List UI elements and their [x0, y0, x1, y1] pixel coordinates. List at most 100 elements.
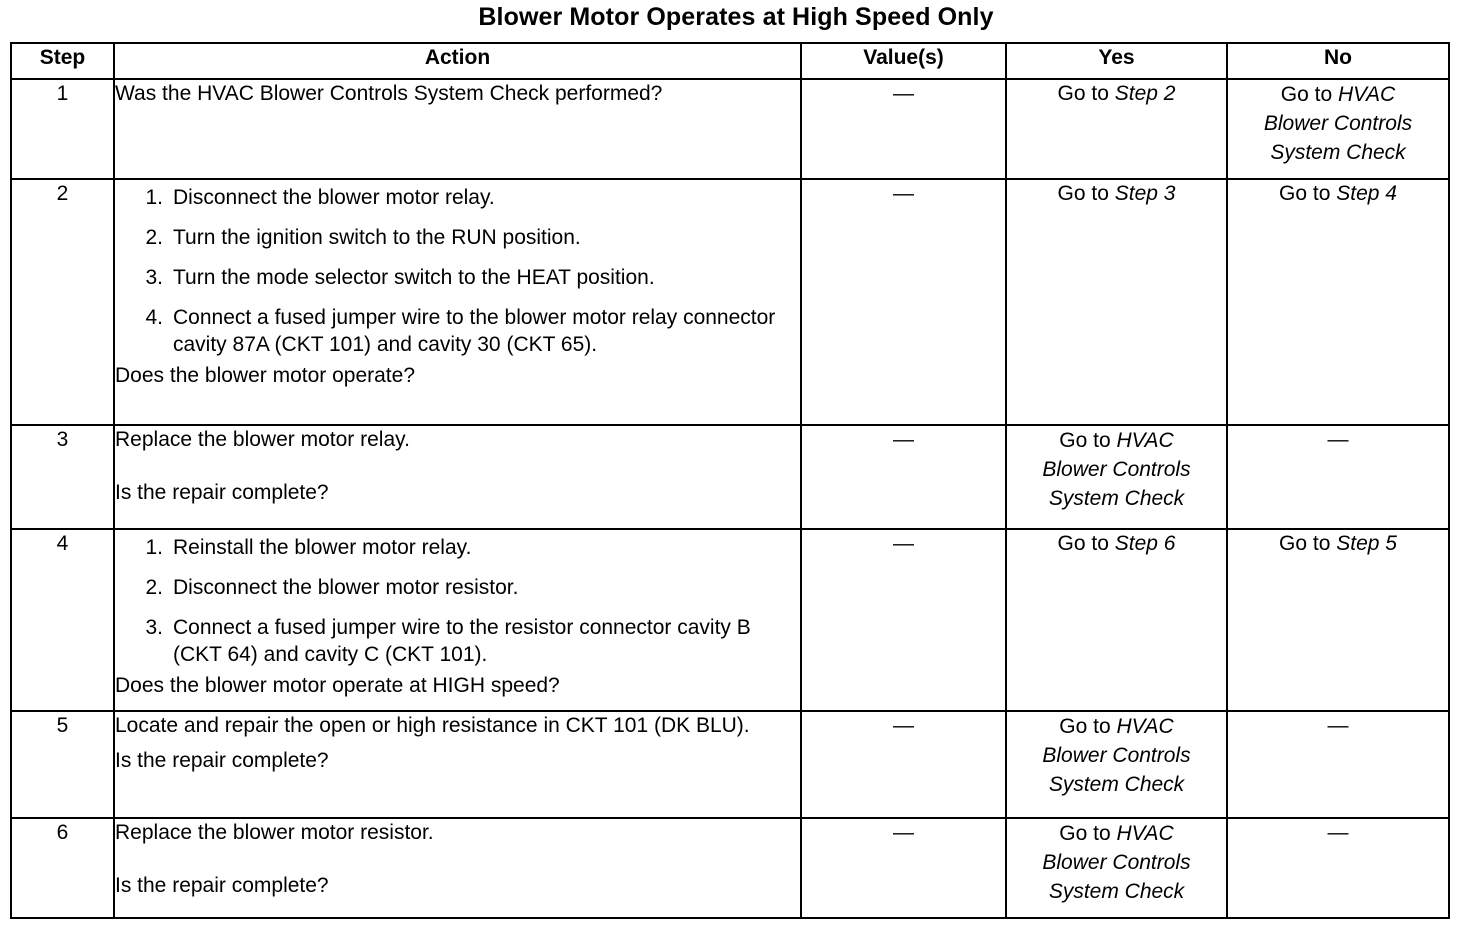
cell-value: —: [800, 78, 1007, 180]
spacer: [115, 846, 800, 872]
value-dash: —: [1327, 821, 1349, 844]
cell-action: Disconnect the blower motor relay. Turn …: [113, 178, 802, 426]
value-dash: —: [893, 821, 914, 844]
cell-value: —: [800, 178, 1007, 426]
cell-no: —: [1226, 710, 1450, 819]
value-dash: —: [893, 532, 914, 555]
list-item: Turn the ignition switch to the RUN posi…: [129, 224, 581, 251]
goto-target-line1: HVAC: [1116, 715, 1174, 738]
value-dash: —: [893, 82, 914, 105]
column-header-no: No: [1226, 42, 1450, 80]
action-question-text: Is the repair complete?: [115, 481, 329, 504]
goto-prefix: Go to: [1279, 532, 1337, 555]
goto-prefix: Go to: [1057, 182, 1115, 205]
cell-step-number: 4: [10, 528, 115, 712]
cell-value: —: [800, 424, 1007, 530]
goto-prefix: Go to: [1059, 429, 1117, 452]
list-item: Turn the mode selector switch to the HEA…: [129, 264, 655, 291]
page-title: Blower Motor Operates at High Speed Only: [478, 3, 994, 31]
goto-target-step: Step 6: [1114, 532, 1176, 555]
goto-target-line1: HVAC: [1338, 83, 1396, 106]
goto-target-line2: Blower Controls: [1263, 112, 1413, 135]
cell-no: —: [1226, 817, 1450, 919]
value-dash: —: [1327, 428, 1349, 451]
goto-target-line1: HVAC: [1116, 822, 1174, 845]
cell-no: Go to Step 5: [1226, 528, 1450, 712]
goto-target-step: Step 5: [1336, 532, 1397, 555]
cell-yes: Go to Step 3: [1005, 178, 1228, 426]
goto-system-check: Go to HVAC Blower Controls System Check: [1228, 80, 1448, 167]
table-row: 1 Was the HVAC Blower Controls System Ch…: [10, 78, 1450, 180]
column-header-action: Action: [113, 42, 802, 80]
value-dash: —: [1327, 714, 1349, 737]
value-dash: —: [893, 428, 914, 451]
cell-action: Replace the blower motor resistor. Is th…: [113, 817, 802, 919]
goto-target-line1: HVAC: [1116, 429, 1174, 452]
cell-no: —: [1226, 424, 1450, 530]
goto-prefix: Go to: [1057, 532, 1115, 555]
table-header: Step Action Value(s) Yes No: [10, 42, 1450, 80]
goto-system-check: Go to HVAC Blower Controls System Check: [1007, 712, 1226, 799]
cell-no: Go to Step 4: [1226, 178, 1450, 426]
list-item: Disconnect the blower motor relay.: [129, 184, 495, 211]
list-item: Connect a fused jumper wire to the blowe…: [129, 304, 776, 356]
list-item: Connect a fused jumper wire to the resis…: [129, 614, 751, 666]
table-row: 6 Replace the blower motor resistor. Is …: [10, 817, 1450, 919]
goto-prefix: Go to: [1059, 822, 1117, 845]
cell-yes: Go to HVAC Blower Controls System Check: [1005, 424, 1228, 530]
action-intro-text: Locate and repair the open or high resis…: [115, 714, 750, 737]
cell-value: —: [800, 817, 1007, 919]
cell-step-number: 2: [10, 178, 115, 426]
list-item: Disconnect the blower motor resistor.: [129, 574, 519, 601]
action-intro-text: Replace the blower motor resistor.: [115, 821, 434, 844]
cell-yes: Go to Step 6: [1005, 528, 1228, 712]
list-item: Reinstall the blower motor relay.: [129, 534, 472, 561]
cell-value: —: [800, 710, 1007, 819]
goto-target-step: Step 3: [1114, 182, 1176, 205]
table-row: 2 Disconnect the blower motor relay. Tur…: [10, 178, 1450, 426]
value-dash: —: [893, 182, 914, 205]
table-body: 1 Was the HVAC Blower Controls System Ch…: [10, 78, 1450, 919]
action-intro-text: Replace the blower motor relay.: [115, 428, 410, 451]
goto-prefix: Go to: [1280, 83, 1338, 106]
action-question-text: Is the repair complete?: [115, 874, 329, 897]
action-question-text: Does the blower motor operate?: [115, 364, 415, 387]
table-row: 5 Locate and repair the open or high res…: [10, 710, 1450, 819]
action-question-text: Does the blower motor operate at HIGH sp…: [115, 674, 560, 697]
cell-value: —: [800, 528, 1007, 712]
cell-action: Locate and repair the open or high resis…: [113, 710, 802, 819]
action-step-list: Reinstall the blower motor relay. Discon…: [115, 534, 800, 668]
goto-target-line2: Blower Controls: [1042, 458, 1191, 481]
column-header-value: Value(s): [800, 42, 1007, 80]
goto-prefix: Go to: [1279, 182, 1337, 205]
cell-step-number: 5: [10, 710, 115, 819]
goto-target-line3: System Check: [1270, 141, 1406, 164]
goto-prefix: Go to: [1057, 82, 1115, 105]
spacer: [115, 453, 800, 479]
cell-action: Reinstall the blower motor relay. Discon…: [113, 528, 802, 712]
cell-yes: Go to HVAC Blower Controls System Check: [1005, 710, 1228, 819]
goto-prefix: Go to: [1059, 715, 1117, 738]
table-row: 4 Reinstall the blower motor relay. Disc…: [10, 528, 1450, 712]
column-header-step: Step: [10, 42, 115, 80]
cell-step-number: 3: [10, 424, 115, 530]
action-intro-text: Was the HVAC Blower Controls System Chec…: [115, 82, 663, 105]
cell-yes: Go to Step 2: [1005, 78, 1228, 180]
goto-system-check: Go to HVAC Blower Controls System Check: [1007, 426, 1226, 513]
action-step-list: Disconnect the blower motor relay. Turn …: [115, 184, 800, 358]
cell-step-number: 1: [10, 78, 115, 180]
cell-no: Go to HVAC Blower Controls System Check: [1226, 78, 1450, 180]
cell-action: Was the HVAC Blower Controls System Chec…: [113, 78, 802, 180]
goto-target-step: Step 2: [1114, 82, 1176, 105]
goto-target-line2: Blower Controls: [1042, 744, 1191, 767]
cell-yes: Go to HVAC Blower Controls System Check: [1005, 817, 1228, 919]
goto-target-line3: System Check: [1048, 487, 1185, 510]
diagnostic-procedure-table: Step Action Value(s) Yes No 1 Was the HV…: [10, 42, 1450, 919]
header-row: Step Action Value(s) Yes No: [10, 42, 1450, 80]
table-row: 3 Replace the blower motor relay. Is the…: [10, 424, 1450, 530]
goto-target-line2: Blower Controls: [1042, 851, 1191, 874]
goto-target-line3: System Check: [1048, 773, 1185, 796]
goto-target-step: Step 4: [1336, 182, 1397, 205]
value-dash: —: [893, 714, 914, 737]
